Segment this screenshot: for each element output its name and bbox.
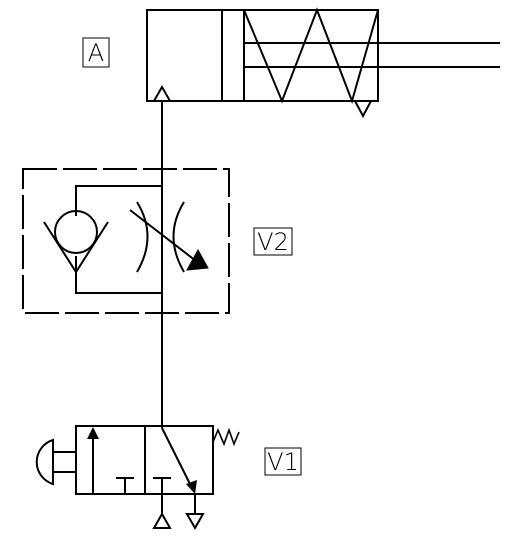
one-way-flow-control-valve [22, 168, 230, 314]
cylinder-body [146, 9, 379, 102]
exhaust-arrow-shaft [161, 427, 192, 487]
label-directional-valve: V1 [264, 447, 302, 476]
label-cylinder-text: A [88, 39, 104, 67]
pressure-port-icon [152, 84, 172, 102]
bypass-line-bottom [75, 256, 162, 294]
throttle-left-curve [136, 201, 149, 273]
pressure-source-icon [152, 511, 172, 529]
vent-port-icon [353, 100, 373, 119]
return-spring [243, 7, 379, 105]
three-two-way-valve [35, 425, 240, 531]
return-spring-icon [212, 427, 240, 447]
label-cylinder: A [82, 37, 110, 68]
label-flow-control-valve-text: V2 [257, 228, 289, 256]
check-valve-ball [54, 210, 98, 254]
throttle-right-curve [172, 201, 185, 273]
bypass-line-top [75, 185, 162, 216]
adjustable-arrow-head-icon [186, 248, 209, 271]
label-directional-valve-text: V1 [267, 448, 299, 476]
push-button-icon [35, 438, 54, 486]
exhaust-arrow-icon [186, 480, 197, 494]
adjustable-arrow-shaft [129, 209, 197, 262]
check-valve-seat [43, 221, 109, 274]
valve-enclosure [22, 168, 230, 314]
label-flow-control-valve: V2 [253, 227, 293, 256]
exhaust-icon [185, 513, 205, 531]
flow-arrow-up-icon [87, 427, 99, 439]
single-acting-cylinder [146, 7, 500, 119]
